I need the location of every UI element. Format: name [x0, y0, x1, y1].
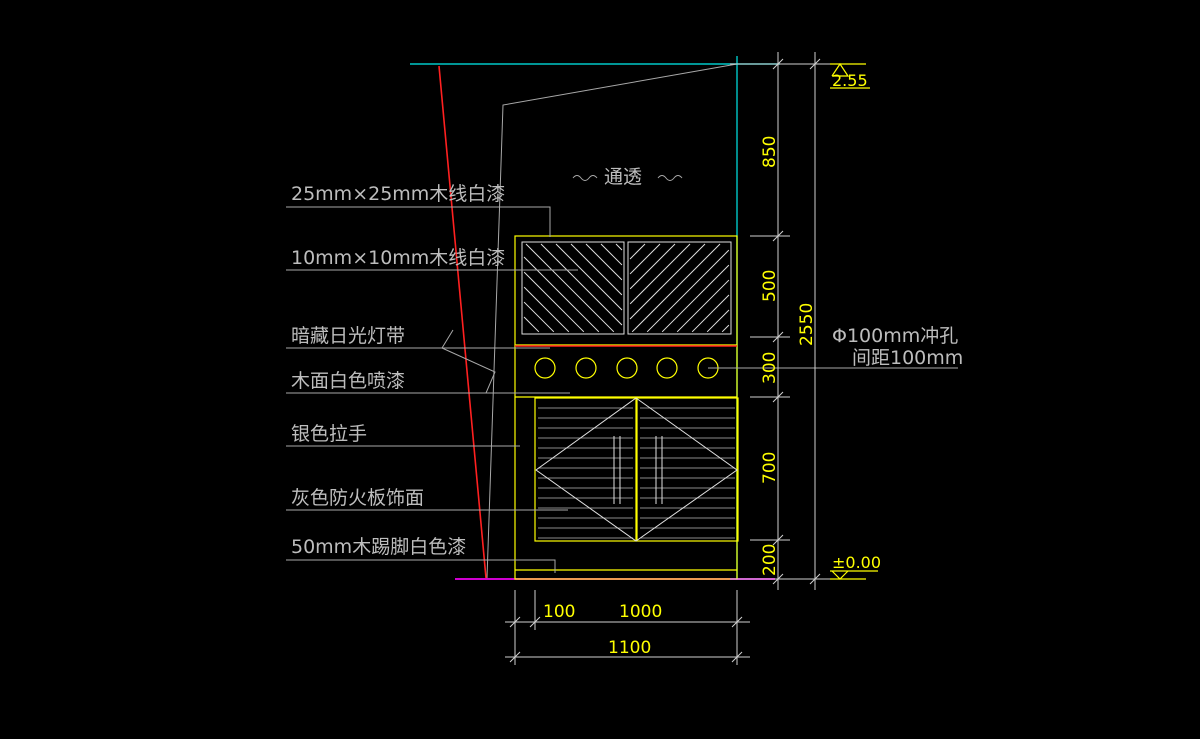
hatch-line	[646, 249, 730, 333]
label-fireproof-board: 灰色防火板饰面	[291, 487, 424, 509]
dim-1000: 1000	[619, 602, 662, 622]
transparent-mark: 通透	[572, 166, 683, 188]
upper-panel-right	[627, 241, 732, 335]
level-marker-bottom: ±0.00	[830, 553, 881, 580]
dim-700: 700	[760, 452, 780, 484]
label-skirting: 50mm木踢脚白色漆	[291, 536, 466, 558]
hatch-line	[600, 243, 623, 266]
label-wood-spray: 木面白色喷漆	[291, 370, 405, 392]
hatch-line	[540, 243, 623, 326]
diagonal-hatch-left	[523, 243, 623, 333]
hatch-line	[523, 301, 555, 333]
red-section-line	[438, 65, 487, 579]
label-wood-line-25: 25mm×25mm木线白漆	[291, 183, 505, 205]
hole-annotation: Φ100mm冲孔 间距100mm	[708, 325, 963, 369]
dim-200: 200	[760, 544, 780, 576]
label-hidden-light: 暗藏日光灯带	[291, 325, 405, 347]
hatch-line	[555, 243, 623, 311]
dim-2550: 2550	[797, 303, 817, 346]
hatch-line	[629, 243, 706, 320]
upper-panel-left	[521, 241, 625, 335]
dim-100: 100	[543, 602, 575, 622]
level-top-label: 2.55	[832, 71, 868, 90]
hole-4	[656, 357, 678, 379]
hatch-line	[523, 256, 600, 333]
label-silver-handle: 银色拉手	[291, 423, 367, 445]
level-bottom-label: ±0.00	[832, 553, 881, 572]
hatch-line	[631, 243, 721, 333]
hatch-line	[523, 316, 540, 333]
hole-1	[534, 357, 556, 379]
dim-1100: 1100	[608, 638, 651, 658]
hatch-line	[523, 286, 570, 333]
perforation-holes	[534, 357, 719, 379]
diamond-inlay	[535, 397, 738, 542]
dim-300: 300	[760, 352, 780, 384]
label-wood-line-10: 10mm×10mm木线白漆	[291, 247, 505, 269]
hatch-line	[629, 243, 646, 260]
hole-2	[575, 357, 597, 379]
hatch-line	[570, 243, 623, 296]
vertical-dimensions: 850 500 300 700 200 2550	[730, 52, 830, 590]
hatch-line	[629, 243, 691, 305]
hole-spacing: 间距100mm	[852, 347, 963, 369]
level-marker-top: 2.55	[830, 62, 870, 90]
horizontal-dimensions: 100 1000 1100	[505, 590, 750, 665]
hatch-line	[721, 324, 730, 333]
hatch-line	[629, 243, 661, 275]
lower-door-right	[636, 397, 739, 542]
hatch-line	[676, 279, 730, 333]
annotation-leaders	[286, 206, 578, 573]
ceiling-line	[410, 56, 780, 580]
silver-handles	[613, 436, 663, 504]
dim-500: 500	[760, 270, 780, 302]
hole-spec: Φ100mm冲孔	[832, 325, 958, 347]
hatch-line	[525, 243, 615, 333]
hatch-line	[706, 309, 730, 333]
transparent-label: 通透	[604, 166, 642, 188]
hatch-line	[629, 243, 676, 290]
cabinet	[514, 235, 739, 580]
dim-850: 850	[760, 136, 780, 168]
hatch-line	[585, 243, 623, 281]
diagonal-hatch-right	[629, 243, 730, 333]
hatch-line	[691, 294, 730, 333]
hatch-line	[615, 243, 623, 251]
hatch-line	[661, 264, 730, 333]
hole-3	[616, 357, 638, 379]
slanted-wall-outline	[486, 63, 738, 579]
annotation-labels: 25mm×25mm木线白漆 10mm×10mm木线白漆 暗藏日光灯带 木面白色喷…	[291, 183, 505, 558]
lower-door-left	[534, 397, 637, 542]
hatch-line	[523, 271, 585, 333]
